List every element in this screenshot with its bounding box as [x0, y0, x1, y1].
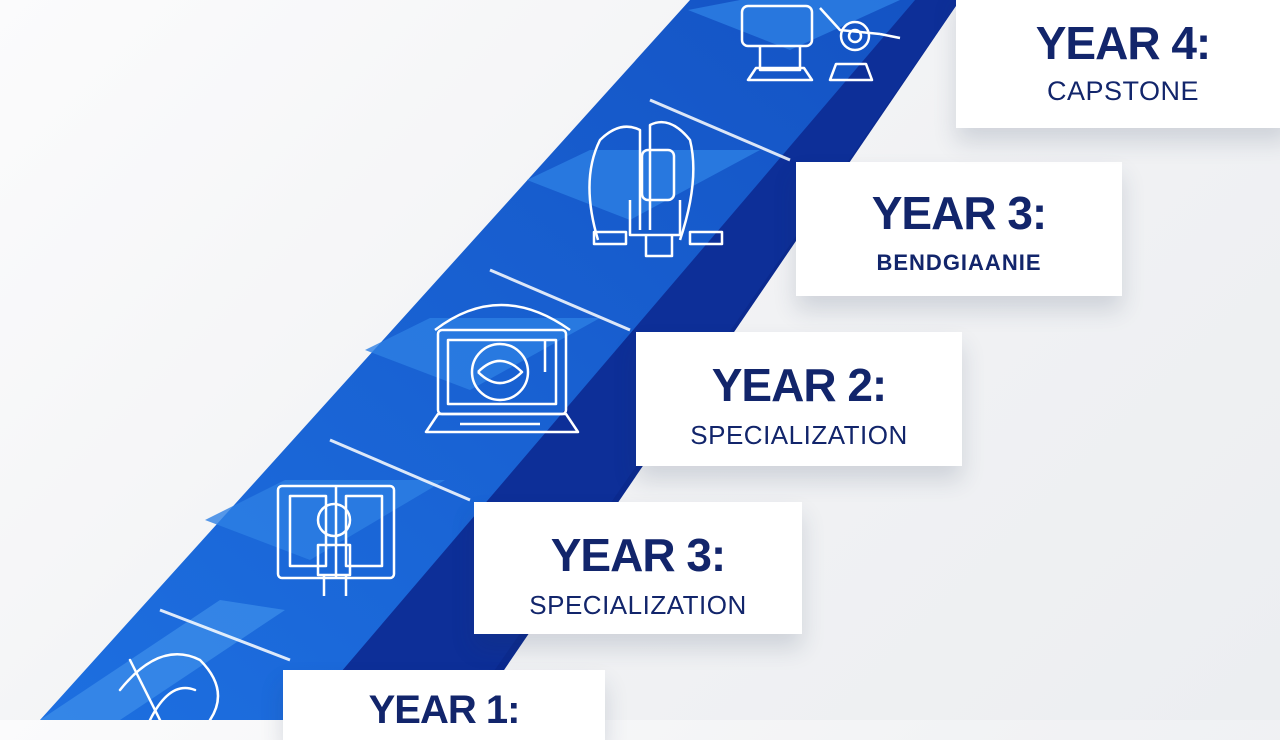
step-title: YEAR 1:: [368, 688, 521, 732]
step-subtitle: CAPSTONE: [1046, 76, 1200, 106]
step-subtitle: SPECIALIZATION: [690, 420, 908, 450]
book-person-icon: [276, 484, 396, 596]
step-title: YEAR 3:: [871, 187, 1047, 239]
step-edge-2: [329, 438, 471, 502]
step-title: YEAR 3:: [550, 529, 726, 581]
step-edge-1: [159, 608, 291, 662]
step-highlight-3: [365, 318, 600, 390]
rocket-icon-2: [588, 120, 724, 258]
step-highlight-4: [527, 150, 760, 220]
step-card-year-4-capstone: YEAR 4: CAPSTONE: [956, 0, 1280, 128]
step-edge-4: [649, 98, 791, 162]
step-title: YEAR 4:: [1035, 17, 1211, 69]
step-card-year-3: YEAR 3: BENDGIAANIE: [796, 162, 1122, 296]
staircase-graphic: [40, 0, 960, 720]
step-subtitle: BENDGIAANIE: [876, 250, 1042, 275]
roadmap-diagram: YEAR 1: YEAR 3: SPECIALIZATION YEAR 2: S…: [40, 0, 1280, 732]
step-edge-3: [489, 268, 631, 332]
step-subtitle: SPECIALIZATION: [529, 590, 747, 620]
step-card-year-2-specialization: YEAR 2: SPECIALIZATION: [636, 332, 962, 466]
rocket-icon: [118, 653, 220, 720]
step-title: YEAR 2:: [711, 359, 887, 411]
step-highlight-1: [40, 600, 285, 720]
robot-icon: [740, 4, 901, 82]
step-card-year-3-specialization: YEAR 3: SPECIALIZATION: [474, 502, 802, 634]
staircase-band-dark-2: [300, 0, 960, 720]
step-card-year-1: YEAR 1:: [283, 670, 605, 740]
laptop-globe-icon: [424, 303, 580, 434]
